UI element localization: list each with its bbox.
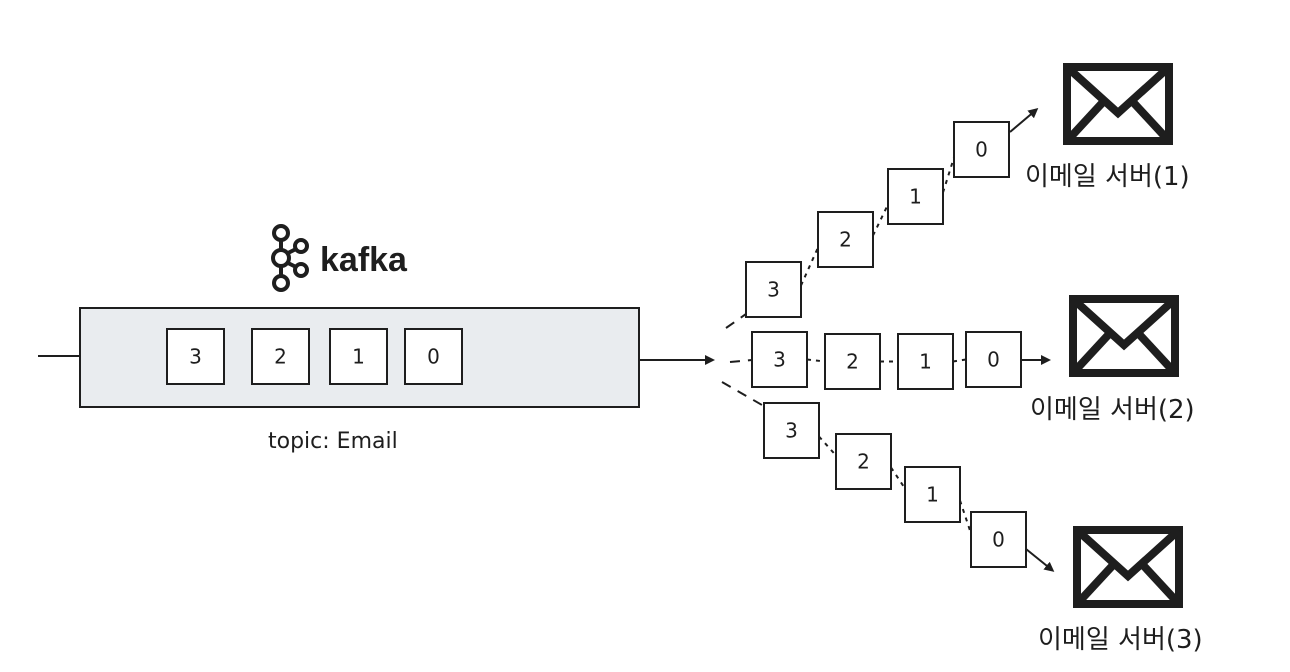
message-box: 3 xyxy=(745,261,802,318)
message-box: 0 xyxy=(970,511,1027,568)
connector-line xyxy=(872,204,889,236)
message-box: 1 xyxy=(897,333,954,390)
envelope-icon xyxy=(1069,295,1179,377)
connector-line xyxy=(806,358,826,363)
envelope-icon xyxy=(1073,526,1183,608)
message-number: 0 xyxy=(975,138,988,162)
server-1-label: 이메일 서버(1) xyxy=(1025,162,1190,192)
connector-line xyxy=(818,435,837,457)
message-box: 3 xyxy=(166,328,225,385)
server-3-pipeline: 3 2 1 0 xyxy=(763,402,1055,572)
message-box-frame xyxy=(329,328,388,385)
message-box: 2 xyxy=(835,433,892,490)
message-number: 1 xyxy=(909,185,922,209)
message-number: 1 xyxy=(352,345,365,369)
message-box-frame xyxy=(904,466,961,523)
message-number: 3 xyxy=(767,278,780,302)
message-box-frame xyxy=(166,328,225,385)
message-box-frame xyxy=(953,121,1010,178)
message-box-frame xyxy=(751,331,808,388)
message-box-frame xyxy=(251,328,310,385)
delivery-arrow xyxy=(1025,548,1055,572)
connector-line xyxy=(959,500,972,534)
envelope-icon xyxy=(1063,63,1173,145)
message-box: 0 xyxy=(404,328,463,385)
kafka-logo: kafka xyxy=(271,224,408,292)
message-number: 3 xyxy=(773,348,786,372)
kafka-logo-text: kafka xyxy=(320,241,408,279)
topic-message-group: 3 2 1 0 xyxy=(166,328,463,385)
server-3-label: 이메일 서버(3) xyxy=(1038,625,1203,655)
connector-line xyxy=(942,157,955,193)
message-box: 2 xyxy=(817,211,874,268)
fanout-lines xyxy=(721,313,763,406)
message-box: 1 xyxy=(887,168,944,225)
message-number: 3 xyxy=(189,345,202,369)
message-number: 2 xyxy=(839,228,852,252)
message-box-frame xyxy=(817,211,874,268)
message-box-frame xyxy=(835,433,892,490)
message-box: 0 xyxy=(965,331,1022,388)
message-box-frame xyxy=(745,261,802,318)
server-2-pipeline: 3 2 1 0 xyxy=(751,331,1051,390)
message-number: 0 xyxy=(987,348,1000,372)
message-box-frame xyxy=(824,333,881,390)
message-box-frame xyxy=(404,328,463,385)
message-box-frame xyxy=(965,331,1022,388)
connector-line xyxy=(952,358,967,363)
message-number: 2 xyxy=(857,450,870,474)
message-box: 1 xyxy=(904,466,961,523)
connector-line xyxy=(890,466,906,490)
connector-line xyxy=(800,247,819,286)
message-box: 3 xyxy=(751,331,808,388)
message-number: 0 xyxy=(992,528,1005,552)
message-box: 0 xyxy=(953,121,1010,178)
message-box: 1 xyxy=(329,328,388,385)
server-2-label: 이메일 서버(2) xyxy=(1030,395,1195,425)
message-box-frame xyxy=(887,168,944,225)
message-number: 1 xyxy=(926,483,939,507)
message-box-frame xyxy=(763,402,820,459)
delivery-arrow xyxy=(1009,108,1039,133)
topic-label: topic: Email xyxy=(268,429,398,454)
message-number: 1 xyxy=(919,350,932,374)
message-box: 3 xyxy=(763,402,820,459)
message-box-frame xyxy=(970,511,1027,568)
kafka-logo-icon xyxy=(271,224,309,292)
message-number: 2 xyxy=(846,350,859,374)
message-number: 2 xyxy=(274,345,287,369)
message-box: 2 xyxy=(824,333,881,390)
server-1-pipeline: 3 2 1 0 xyxy=(745,108,1039,318)
message-number: 3 xyxy=(785,419,798,443)
message-box: 2 xyxy=(251,328,310,385)
message-box-frame xyxy=(897,333,954,390)
message-number: 0 xyxy=(427,345,440,369)
